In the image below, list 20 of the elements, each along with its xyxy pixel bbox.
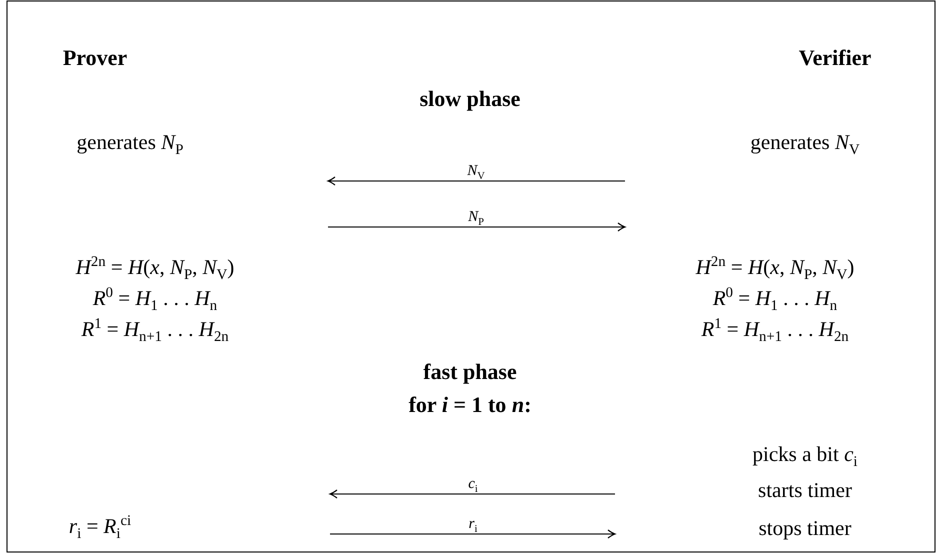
message-label: N$_{P}$ <box>468 209 484 225</box>
formula: R$^{0}$ = H$_{1}$ . . . H$_{n}$ <box>712 286 838 310</box>
phase-heading: fast phase <box>423 360 517 384</box>
message-label: c$_{i}$ <box>468 476 478 492</box>
message-label: N$_{V}$ <box>467 163 485 179</box>
formula: H$^{2n}$ = H(x, N$_{P}$, N$_{V}$) <box>76 255 234 279</box>
party-heading: Prover <box>62 46 128 70</box>
formula: H$^{2n}$ = H(x, N$_{P}$, N$_{V}$) <box>696 255 854 279</box>
phase-heading: slow phase <box>420 87 520 111</box>
formula: R$^{1}$ = H$_{n+1}$ . . . H$_{2n}$ <box>701 317 849 341</box>
step-text: picks a bit c$_{i}$ <box>752 442 858 466</box>
formula: R$^{1}$ = H$_{n+1}$ . . . H$_{2n}$ <box>81 317 229 341</box>
step-text: generates N$_{V}$ <box>750 130 860 154</box>
step-text: starts timer <box>758 478 852 502</box>
message-label: r$_{i}$ <box>468 516 478 532</box>
loop-heading: for i = 1 to n: <box>408 393 532 417</box>
step-text: stops timer <box>758 516 852 540</box>
party-heading: Verifier <box>798 46 872 70</box>
step-text: generates N$_{P}$ <box>76 130 184 154</box>
formula: R$^{0}$ = H$_{1}$ . . . H$_{n}$ <box>92 286 218 310</box>
